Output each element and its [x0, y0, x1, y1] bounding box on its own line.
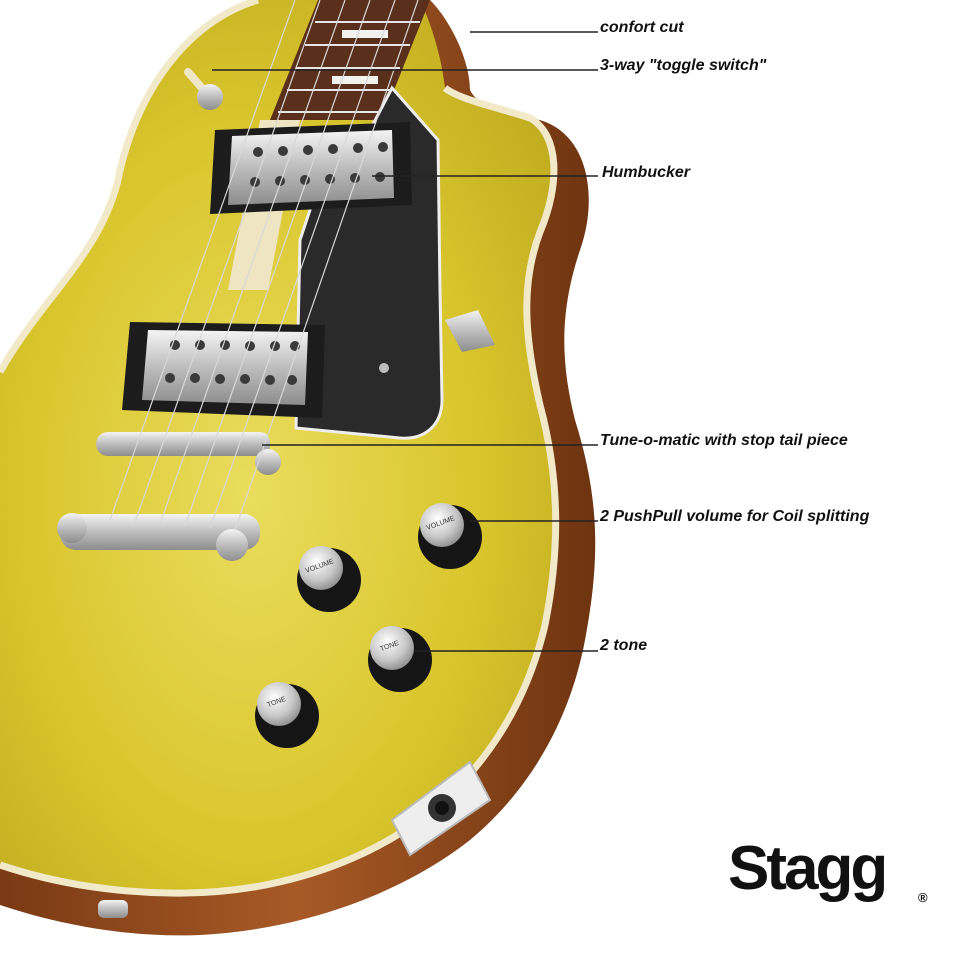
tune-o-matic-bridge	[96, 432, 281, 475]
brand-registered-mark: ®	[918, 890, 928, 905]
strings	[109, 0, 419, 531]
callout-humbucker: Humbucker	[602, 164, 691, 181]
knob-tone-2	[255, 682, 319, 748]
callout-lines	[212, 31, 598, 652]
bridge-humbucker	[122, 322, 325, 418]
callout-toggle-switch: 3-way "toggle switch"	[600, 57, 767, 74]
callout-tone: 2 tone	[600, 637, 648, 654]
callout-pushpull-volume: 2 PushPull volume for Coil splitting	[600, 508, 870, 525]
callout-tune-o-matic: Tune-o-matic with stop tail piece	[600, 432, 848, 449]
callout-confort-cut: confort cut	[600, 19, 684, 36]
toggle-switch	[184, 68, 223, 110]
stop-tailpiece	[57, 513, 260, 561]
knob-volume-1	[418, 503, 482, 569]
strap-button	[98, 900, 128, 918]
knob-tone-1	[368, 626, 432, 692]
fret-inlays	[332, 30, 388, 84]
guitar-binding	[0, 0, 560, 897]
brand-logo: Stagg	[728, 834, 888, 903]
knob-volume-2	[297, 546, 361, 612]
pickguard-bracket	[445, 310, 495, 352]
output-jack	[390, 760, 492, 857]
pickguard-screw	[379, 363, 389, 373]
